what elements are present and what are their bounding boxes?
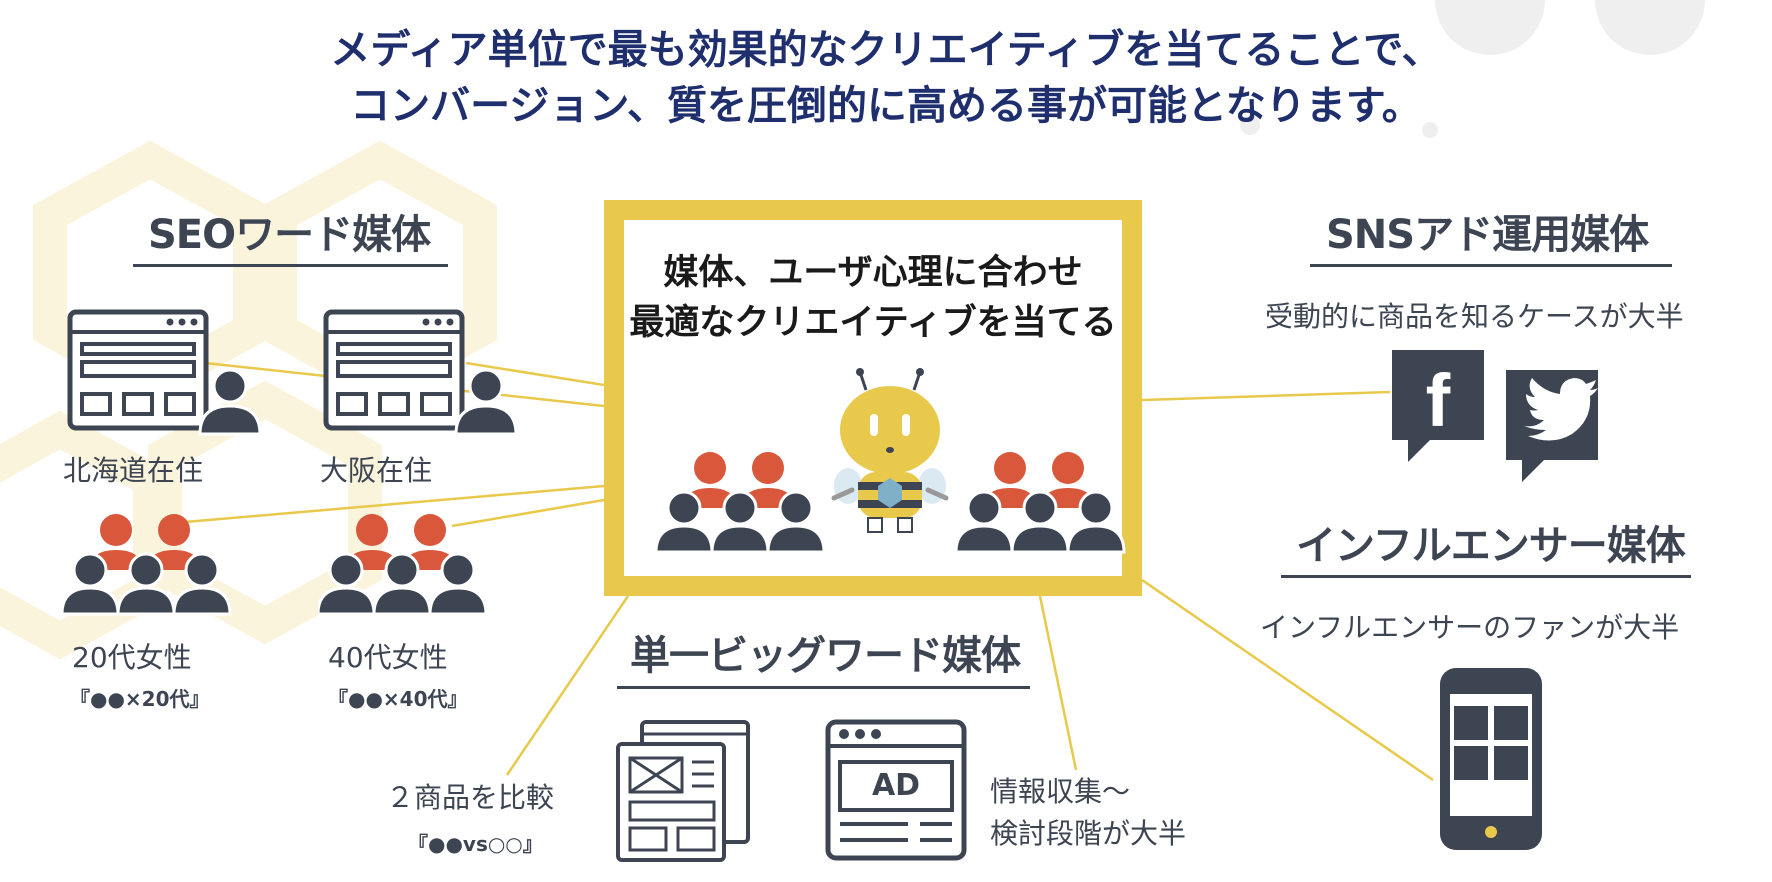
headline: メディア単位で最も効果的なクリエイティブを当てることで、 コンバージョン、質を圧… [0, 22, 1772, 134]
headline-line-2: コンバージョン、質を圧倒的に高める事が可能となります。 [350, 82, 1422, 129]
group-icon-20s [62, 514, 232, 616]
influencer-heading-underline [1281, 575, 1691, 578]
svg-text:f: f [1426, 359, 1451, 442]
seo-sublabel-20s: 『●●×20代』 [70, 687, 210, 711]
center-message-line-2: 最適なクリエイティブを当てる [629, 303, 1117, 343]
seo-label-40s: 40代女性 [328, 641, 448, 674]
group-icon-40s [318, 514, 488, 616]
article-icon [616, 720, 750, 862]
seo-label-osaka: 大阪在住 [320, 454, 433, 487]
browser-icon [323, 309, 465, 431]
smartphone-icon [1440, 668, 1542, 850]
seo-heading: SEOワード媒体 [148, 212, 431, 258]
ad-icon: AD [824, 718, 968, 862]
ad-icon-text: AD [871, 768, 921, 803]
big-word-heading-underline [617, 686, 1030, 689]
compare-label: ２商品を比較 [386, 781, 555, 814]
group-icon-center-right [956, 452, 1126, 554]
seo-heading-underline [133, 264, 448, 267]
center-message: 媒体、ユーザ心理に合わせ 最適なクリエイティブを当てる [624, 248, 1122, 348]
seo-sublabel-40s: 『●●×40代』 [328, 687, 468, 711]
sns-heading-underline [1310, 264, 1672, 267]
compare-sublabel: 『●●vs○○』 [408, 832, 543, 856]
browser-icon [67, 309, 209, 431]
center-panel: 媒体、ユーザ心理に合わせ 最適なクリエイティブを当てる [604, 200, 1142, 596]
twitter-icon [1506, 370, 1598, 482]
person-icon [454, 368, 518, 436]
seo-label-20s: 20代女性 [72, 641, 192, 674]
influencer-description: インフルエンサーのファンが大半 [1260, 611, 1680, 644]
sns-description: 受動的に商品を知るケースが大半 [1265, 300, 1684, 333]
info-label-line-1: 情報収集～ [990, 775, 1131, 808]
person-icon [198, 368, 262, 436]
facebook-icon: f [1392, 350, 1484, 462]
browser-user-icon-hokkaido [67, 309, 262, 436]
info-label-line-2: 検討段階が大半 [990, 817, 1187, 850]
browser-user-icon-osaka [323, 309, 518, 436]
headline-line-1: メディア単位で最も効果的なクリエイティブを当てることで、 [330, 26, 1442, 73]
influencer-heading: インフルエンサー媒体 [1296, 523, 1686, 569]
mascot-bee-icon [831, 368, 949, 533]
seo-label-hokkaido: 北海道在住 [63, 454, 204, 487]
big-word-heading: 単一ビッグワード媒体 [630, 633, 1021, 679]
center-message-line-1: 媒体、ユーザ心理に合わせ [663, 253, 1083, 293]
group-icon-center-left [656, 452, 826, 554]
sns-heading: SNSアド運用媒体 [1326, 212, 1649, 258]
